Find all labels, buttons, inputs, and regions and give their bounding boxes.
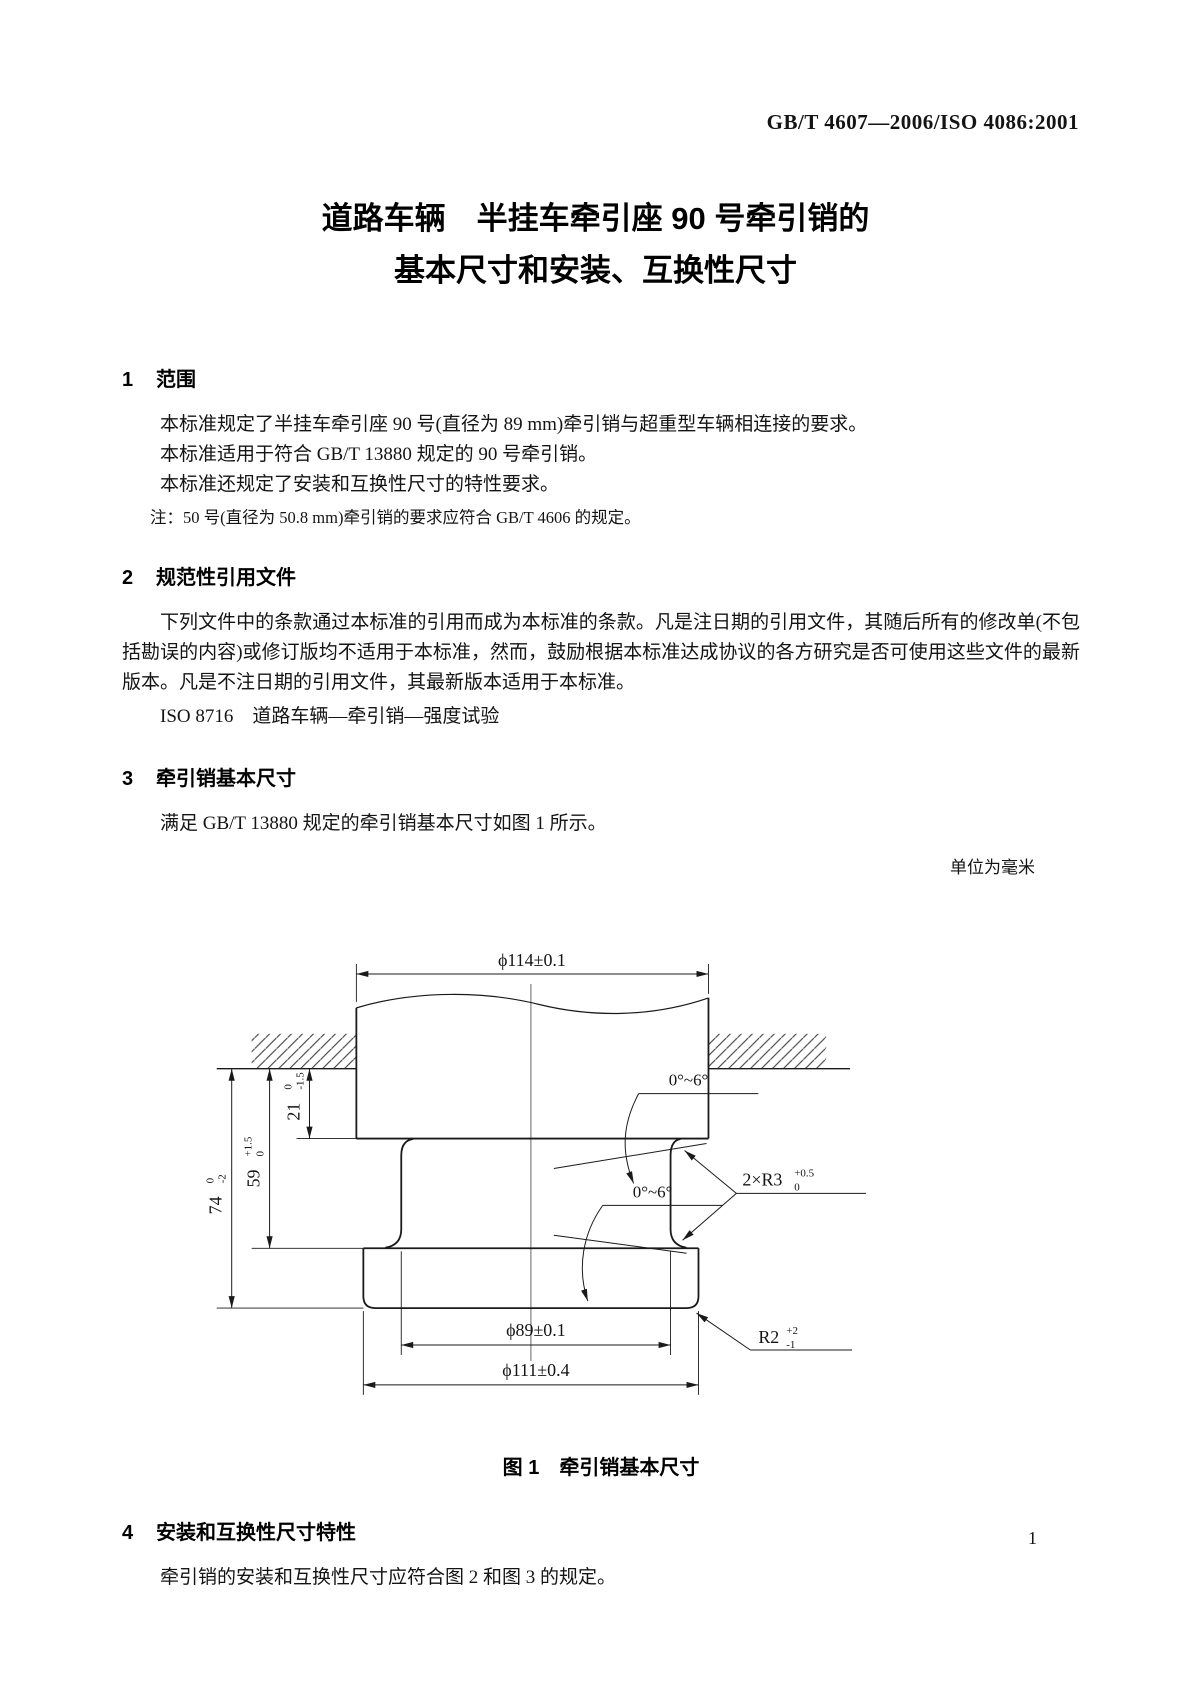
- angle-lower: 0°~6°: [581, 1182, 723, 1302]
- section-1-paragraph-3: 本标准还规定了安装和互换性尺寸的特性要求。: [160, 474, 560, 495]
- figure-1-caption-number: 图 1: [502, 1457, 540, 1479]
- section-1-paragraph-1: 本标准规定了半挂车牵引座 90 号(直径为 89 mm)牵引销与超重型车辆相连接…: [160, 414, 868, 435]
- section-1-number: 1: [122, 369, 134, 391]
- dim-21-sub: -1.5: [295, 1072, 307, 1090]
- page-number: 1: [1028, 1528, 1037, 1548]
- kingpin-technical-drawing: ϕ114±0.1 74 0 -2 59 +1.5 0: [205, 950, 867, 1395]
- dim-89: ϕ89±0.1: [401, 1320, 671, 1349]
- r2-sup: +2: [786, 1325, 798, 1337]
- section-1-heading: 1 范围: [122, 363, 1080, 392]
- r3-value: 2×R3: [742, 1169, 782, 1189]
- hatch-left: [251, 1033, 357, 1069]
- dim-21-value: 21: [284, 1103, 304, 1121]
- angle-lower-label: 0°~6°: [633, 1182, 673, 1201]
- dim-74-sup: 0: [205, 1177, 217, 1183]
- dim-59-sub: 0: [255, 1150, 267, 1156]
- angle-upper-label: 0°~6°: [669, 1071, 709, 1090]
- document-title-line1: 道路车辆 半挂车牵引座 90 号牵引销的: [321, 201, 870, 236]
- r3-sup: +0.5: [794, 1167, 814, 1179]
- dim-111-label: ϕ111±0.4: [502, 1360, 569, 1380]
- dim-74-sub: -2: [217, 1174, 229, 1183]
- kingpin-outline: [355, 993, 710, 1310]
- angle-upper: 0°~6°: [624, 1071, 759, 1184]
- dim-59-sup: +1.5: [243, 1136, 255, 1156]
- figure-1: ϕ114±0.1 74 0 -2 59 +1.5 0: [112, 884, 892, 1433]
- figure-1-caption-text: 牵引销基本尺寸: [559, 1457, 700, 1479]
- extension-lines: [216, 963, 709, 1395]
- figure-1-caption: 图 1 牵引销基本尺寸: [122, 1451, 1080, 1480]
- dim-114: ϕ114±0.1: [356, 950, 709, 978]
- callout-r2: R2 +2 -1: [696, 1312, 853, 1351]
- section-4-heading: 4 安装和互换性尺寸特性: [122, 1516, 1080, 1545]
- r2-value: R2: [758, 1327, 779, 1347]
- mounting-plate: [216, 1033, 851, 1070]
- r2-sub: -1: [786, 1339, 795, 1351]
- dim-114-label: ϕ114±0.1: [498, 950, 566, 970]
- hatch-right: [708, 1033, 827, 1069]
- dim-89-label: ϕ89±0.1: [506, 1320, 566, 1340]
- section-1-note: 注：50 号(直径为 50.8 mm)牵引销的要求应符合 GB/T 4606 的…: [150, 508, 641, 527]
- taper-lines: [553, 1143, 707, 1254]
- section-2-title: 规范性引用文件: [156, 567, 296, 589]
- dim-59: 59 +1.5 0: [243, 1068, 273, 1249]
- section-2-reference-1: ISO 8716 道路车辆—牵引销—强度试验: [160, 706, 500, 727]
- pin-top-break-line: [356, 993, 709, 1015]
- dim-74: 74 0 -2: [205, 1068, 235, 1309]
- section-3-title-text: 牵引销基本尺寸: [156, 768, 296, 790]
- section-4-number: 4: [122, 1522, 134, 1544]
- section-1-paragraph-2: 本标准适用于符合 GB/T 13880 规定的 90 号牵引销。: [160, 444, 598, 465]
- dim-21-sup: 0: [283, 1084, 295, 1090]
- document-body: 1 范围 本标准规定了半挂车牵引座 90 号(直径为 89 mm)牵引销与超重型车…: [0, 363, 1080, 1593]
- figure-unit-note: 单位为毫米: [950, 858, 1035, 877]
- document-title-line2: 基本尺寸和安装、互换性尺寸: [394, 253, 797, 288]
- dim-59-value: 59: [244, 1169, 264, 1187]
- section-2-paragraph-1: 下列文件中的条款通过本标准的引用而成为本标准的条款。凡是注日期的引用文件，其随后…: [122, 612, 1080, 693]
- section-3-paragraph-1: 满足 GB/T 13880 规定的牵引销基本尺寸如图 1 所示。: [160, 813, 607, 834]
- dim-74-value: 74: [206, 1196, 226, 1214]
- document-title: 道路车辆 半挂车牵引座 90 号牵引销的 基本尺寸和安装、互换性尺寸: [0, 193, 1191, 297]
- section-4-title: 安装和互换性尺寸特性: [156, 1522, 356, 1544]
- document-code: GB/T 4607—2006/ISO 4086:2001: [766, 110, 1079, 134]
- section-4-paragraph-1: 牵引销的安装和互换性尺寸应符合图 2 和图 3 的规定。: [160, 1567, 617, 1588]
- r3-sub: 0: [794, 1181, 800, 1193]
- dim-111: ϕ111±0.4: [363, 1360, 699, 1389]
- section-2-number: 2: [122, 567, 134, 589]
- callout-r3: 2×R3 +0.5 0: [682, 1150, 867, 1241]
- section-3-heading: 3 牵引销基本尺寸: [122, 762, 1080, 791]
- section-2-heading: 2 规范性引用文件: [122, 561, 1080, 590]
- section-1-title: 范围: [156, 369, 196, 391]
- dim-21: 21 0 -1.5: [283, 1068, 313, 1139]
- section-3-number: 3: [122, 768, 134, 790]
